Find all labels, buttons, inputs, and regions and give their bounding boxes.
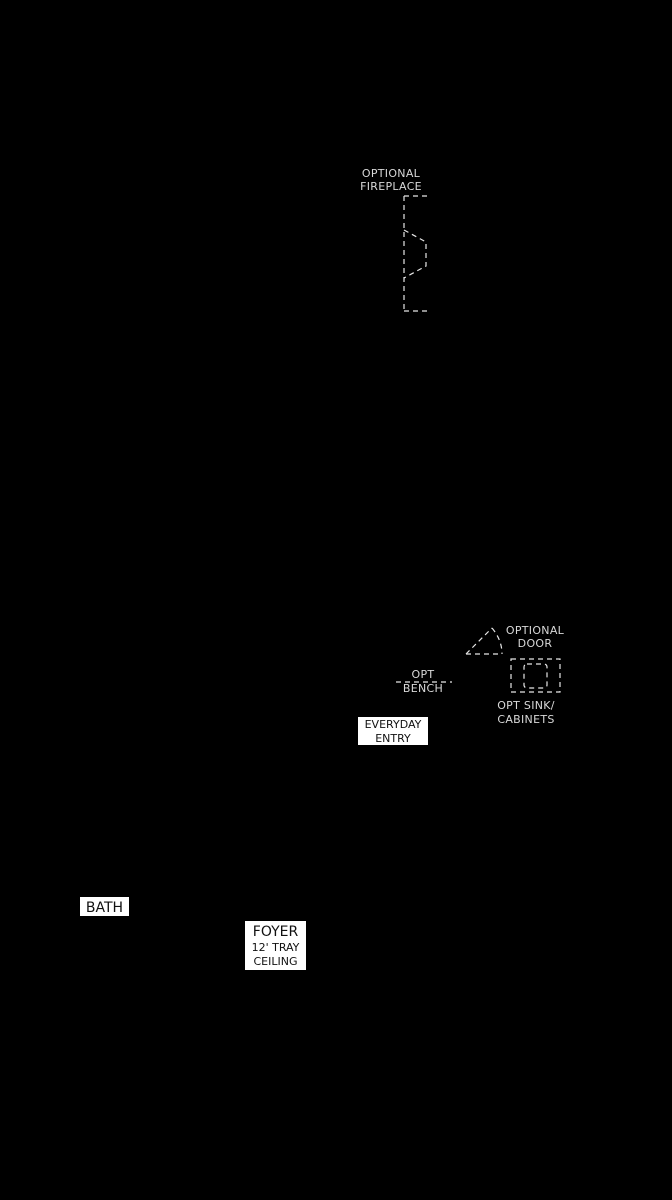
opt-sink-label-line1: OPT SINK/: [497, 699, 555, 712]
optional-door-swing: [465, 627, 503, 655]
opt-sink-cabinets-callout: OPT SINK/ CABINETS: [497, 699, 555, 726]
everyday-entry-label-line1: EVERYDAY: [365, 718, 422, 731]
opt-bench-label-line2: BENCH: [403, 682, 443, 695]
door-swing-arc: [491, 627, 503, 655]
opt-bench-label-line1: OPT: [412, 668, 435, 681]
foyer-room-label: FOYER 12' TRAY CEILING: [245, 921, 306, 970]
sink-basin-outline: [523, 663, 548, 689]
bath-room-label: BATH: [80, 897, 129, 916]
foyer-label: FOYER: [253, 924, 299, 940]
optional-fireplace-label-line1: OPTIONAL: [362, 167, 421, 180]
opt-bench-callout: OPT BENCH: [396, 668, 452, 695]
optional-fireplace-outline: [403, 195, 430, 312]
everyday-entry-label-box: [358, 717, 428, 745]
opt-sink-cabinets-outline: [510, 658, 561, 693]
everyday-entry-label-line2: ENTRY: [375, 732, 411, 745]
everyday-entry-room-label: EVERYDAY ENTRY: [358, 717, 428, 745]
optional-door-label-line2: DOOR: [518, 637, 553, 650]
opt-sink-label-line2: CABINETS: [497, 713, 554, 726]
door-leaf-line: [465, 627, 493, 655]
optional-door-label-line1: OPTIONAL: [506, 624, 565, 637]
foyer-ceiling-line1: 12' TRAY: [252, 941, 300, 954]
bath-label: BATH: [86, 900, 123, 916]
foyer-label-box: [245, 921, 306, 970]
optional-fireplace-label-line2: FIREPLACE: [360, 180, 422, 193]
foyer-ceiling-line2: CEILING: [254, 955, 298, 968]
bath-label-box: [80, 897, 129, 916]
optional-door-callout: OPTIONAL DOOR: [506, 624, 565, 650]
fireplace-hearth-shape: [403, 229, 427, 279]
cabinet-outline: [510, 658, 561, 693]
optional-fireplace-callout: OPTIONAL FIREPLACE: [360, 167, 422, 193]
